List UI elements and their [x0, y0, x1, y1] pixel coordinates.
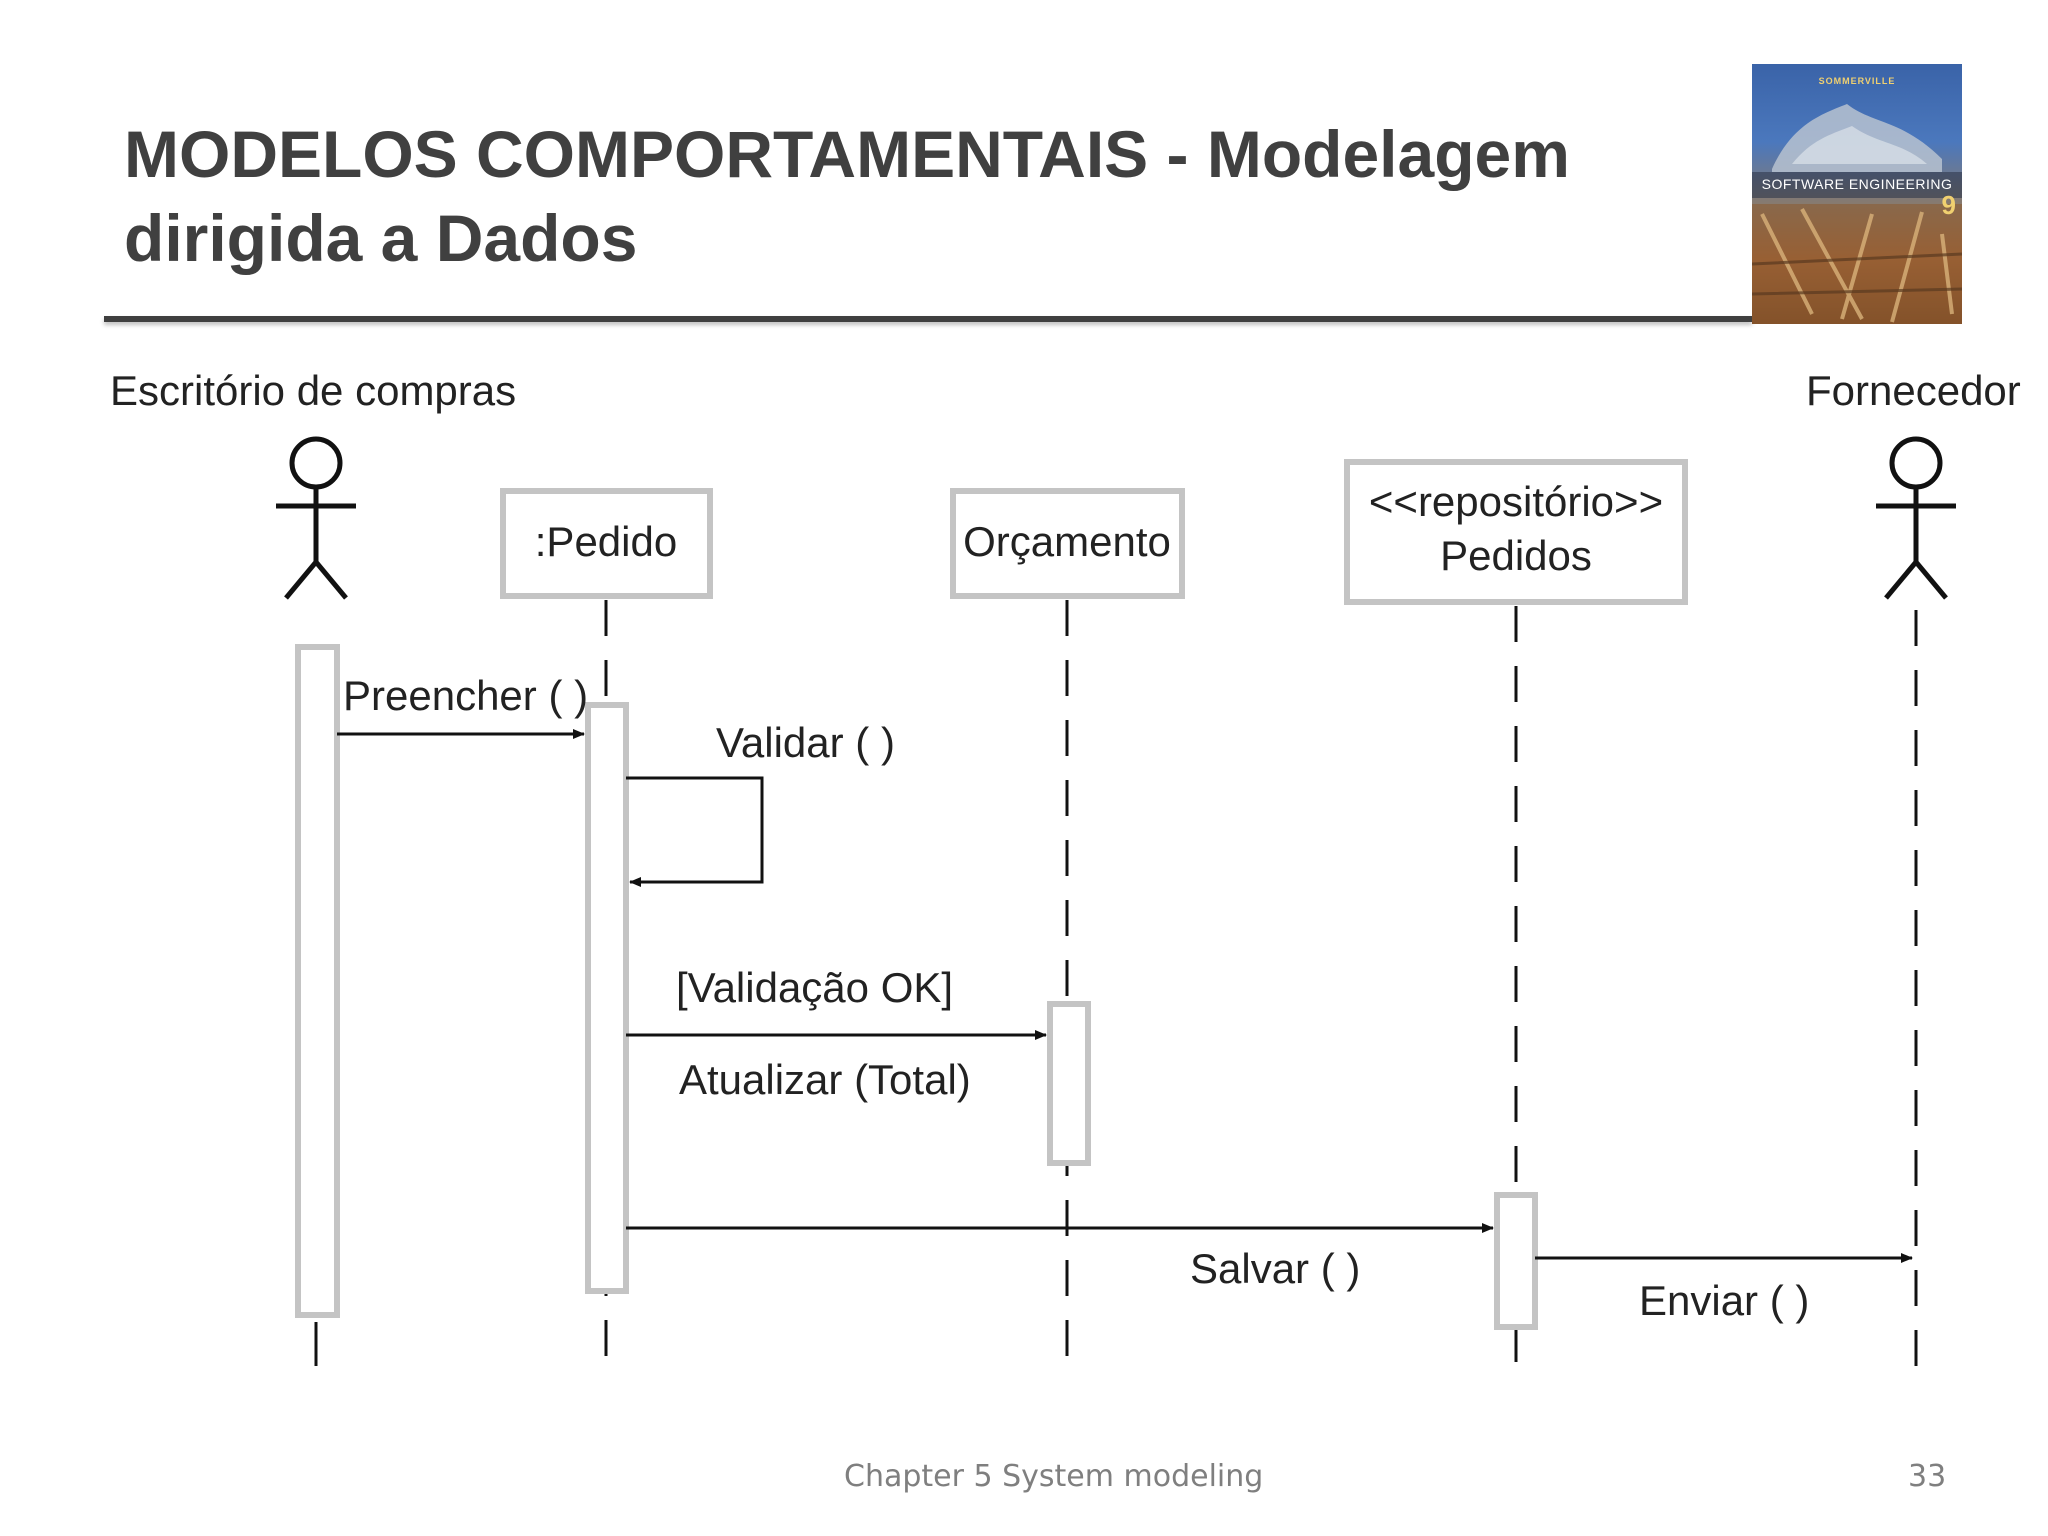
supplier-label: Fornecedor — [1806, 367, 2021, 414]
validate-self-message-arrow — [626, 776, 764, 887]
validate-message-label: Validar ( ) — [716, 719, 895, 766]
order-participant: :Pedido — [500, 488, 713, 599]
orders-repository-activation — [1494, 1192, 1538, 1330]
validation-guard-label: [Validação OK] — [676, 964, 953, 1011]
save-message-label: Salvar ( ) — [1190, 1245, 1360, 1292]
actor-stick-figure-icon — [276, 436, 356, 600]
order-box — [500, 488, 713, 599]
slide-title-line-1: MODELOS COMPORTAMENTAIS - Modelagem — [124, 117, 1570, 191]
book-cover-edition: 9 — [1941, 190, 1956, 220]
supplier-actor: Fornecedor — [1806, 367, 2021, 600]
repository-name-label: Pedidos — [1440, 532, 1592, 579]
book-cover-title-band — [1752, 172, 1962, 198]
slide-title-line-2: dirigida a Dados — [124, 201, 638, 275]
repository-stereotype-label: <<repositório>> — [1369, 478, 1663, 525]
purchasing-office-label: Escritório de compras — [110, 367, 516, 414]
order-activation — [585, 702, 629, 1294]
page-number: 33 — [1908, 1459, 1947, 1494]
book-cover-title: SOFTWARE ENGINEERING — [1761, 176, 1953, 192]
slide-title: MODELOS COMPORTAMENTAIS - Modelagem diri… — [124, 112, 1684, 280]
actor-stick-figure-icon — [1876, 436, 1956, 600]
book-cover-author: SOMMERVILLE — [1818, 76, 1896, 86]
book-cover-artwork — [1752, 104, 1962, 324]
purchasing-office-activation — [295, 644, 340, 1318]
budget-label: Orçamento — [963, 518, 1171, 565]
book-cover-image: SOMMERVILLE SOFTWARE ENGINEERING 9 — [1752, 64, 1962, 324]
order-label: :Pedido — [535, 518, 677, 565]
send-message-label: Enviar ( ) — [1639, 1277, 1809, 1324]
budget-box — [950, 488, 1185, 599]
orders-repository-participant: <<repositório>> Pedidos — [1344, 459, 1688, 605]
update-total-message-label: Atualizar (Total) — [679, 1056, 971, 1103]
orders-repository-box — [1344, 459, 1688, 605]
budget-participant: Orçamento — [950, 488, 1185, 599]
slide-footer: Chapter 5 System modeling — [844, 1459, 1264, 1494]
budget-activation — [1047, 1001, 1091, 1166]
title-divider — [104, 316, 1752, 322]
purchasing-office-actor: Escritório de compras — [110, 367, 516, 600]
fill-message-label: Preencher ( ) — [343, 672, 588, 719]
